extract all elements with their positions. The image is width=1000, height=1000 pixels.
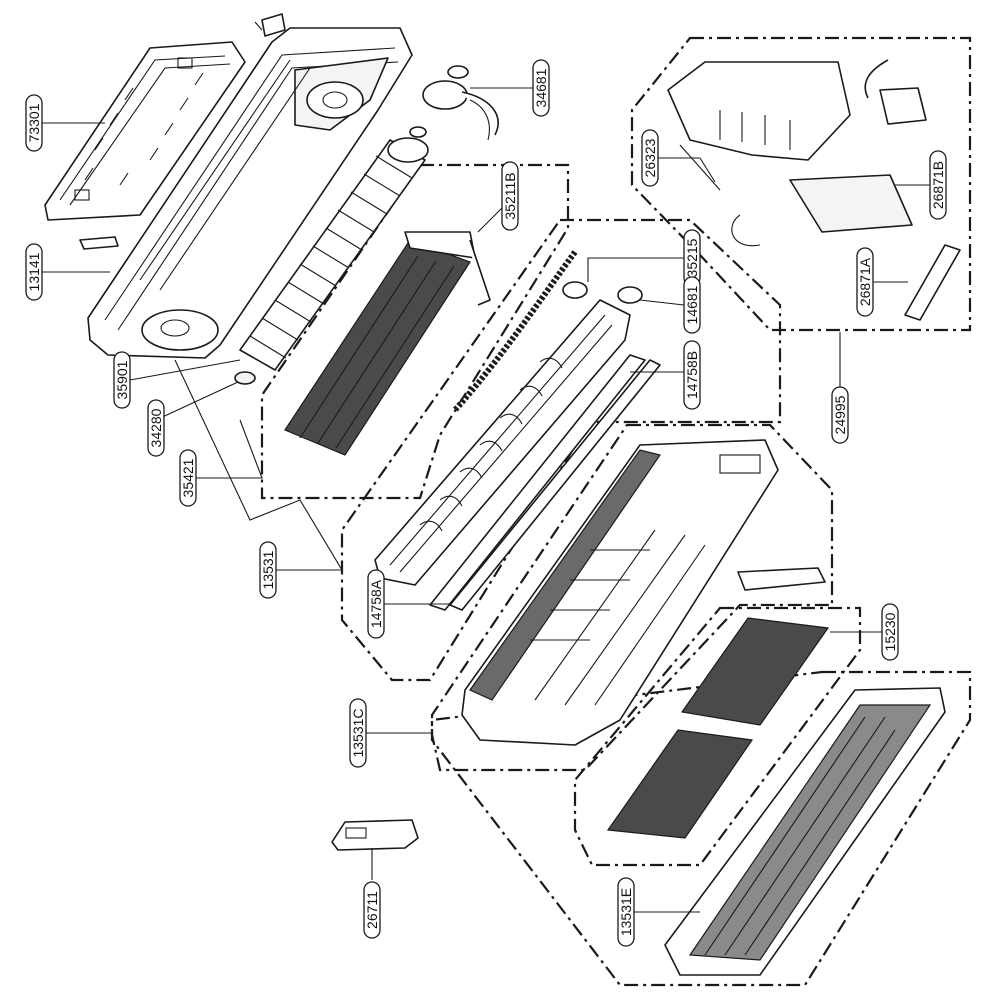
callout-26871a: 26871A — [856, 247, 874, 317]
leader-35901 — [129, 359, 241, 381]
label-35901: 35901 — [114, 360, 130, 399]
label-34280: 34280 — [148, 408, 164, 447]
label-35215: 35215 — [684, 238, 700, 277]
leader-13531 — [174, 359, 343, 571]
label-35211b: 35211B — [502, 172, 518, 219]
group-outline-front-frame — [430, 423, 834, 772]
callout-26871b: 26871B — [929, 150, 947, 220]
callout-34681: 34681 — [532, 59, 550, 117]
leader-35421 — [196, 419, 263, 479]
callout-13531e: 13531E — [617, 877, 635, 947]
label-26711: 26711 — [364, 891, 380, 929]
label-13531: 13531 — [260, 550, 276, 589]
callout-35901: 35901 — [113, 351, 131, 409]
label-14681: 14681 — [684, 285, 700, 324]
label-14758a: 14758A — [368, 579, 384, 628]
callout-26711: 26711 — [363, 881, 381, 939]
leader-14681 — [639, 299, 685, 306]
part-cross-flow-fan — [234, 137, 429, 385]
label-26323: 26323 — [642, 138, 658, 177]
group-outline-evaporator — [260, 163, 570, 500]
part-chassis — [87, 27, 413, 359]
label-26871b: 26871B — [930, 161, 946, 209]
label-13531c: 13531C — [350, 708, 366, 757]
leader-35215 — [587, 257, 684, 282]
callout-26323: 26323 — [641, 129, 659, 187]
part-installation-plate — [44, 41, 246, 221]
callout-24995: 24995 — [831, 386, 849, 444]
callout-13141: 13141 — [25, 243, 43, 301]
part-remote-controller — [331, 819, 419, 851]
part-upper-filter — [680, 617, 830, 726]
label-24995: 24995 — [832, 395, 848, 434]
leader-34280 — [155, 381, 239, 421]
callout-35215: 35215 — [683, 229, 701, 287]
label-73301: 73301 — [26, 103, 42, 142]
part-small-bracket — [79, 236, 119, 250]
part-lower-filter — [606, 729, 754, 839]
part-terminal-cover — [737, 567, 826, 591]
group-outline-filters — [573, 606, 862, 867]
callout-73301: 73301 — [25, 94, 43, 152]
callout-14758b: 14758B — [683, 340, 701, 410]
label-34681: 34681 — [533, 68, 549, 107]
part-fan-motor — [409, 65, 499, 141]
label-35421: 35421 — [180, 458, 196, 497]
part-display-pcb — [904, 244, 961, 321]
callout-35211b: 35211B — [501, 161, 519, 231]
part-horizontal-louvers — [429, 354, 661, 611]
group-outline-control-box — [630, 36, 972, 332]
part-callouts: 73301 13141 34681 35211B 35215 14681 147… — [25, 59, 947, 947]
callout-15230: 15230 — [881, 603, 899, 661]
callout-34280: 34280 — [147, 399, 165, 457]
part-top-screw — [254, 13, 286, 37]
part-control-box — [667, 59, 927, 247]
part-evaporator — [284, 231, 491, 456]
label-26871a: 26871A — [857, 257, 873, 306]
callout-13531: 13531 — [259, 541, 277, 599]
callout-14758a: 14758A — [367, 569, 385, 639]
part-drain-hose — [452, 250, 578, 413]
label-15230: 15230 — [882, 612, 898, 651]
callout-35421: 35421 — [179, 449, 197, 507]
part-front-frame — [461, 439, 779, 746]
part-front-grille — [664, 687, 946, 976]
leader-26323 — [658, 157, 716, 183]
part-vane-assembly — [374, 281, 643, 586]
label-14758b: 14758B — [684, 351, 700, 399]
group-outline-front-grille — [430, 670, 972, 987]
callout-13531c: 13531C — [349, 698, 367, 768]
label-13141: 13141 — [26, 252, 42, 291]
label-13531e: 13531E — [618, 888, 634, 936]
callout-14681: 14681 — [683, 276, 701, 334]
